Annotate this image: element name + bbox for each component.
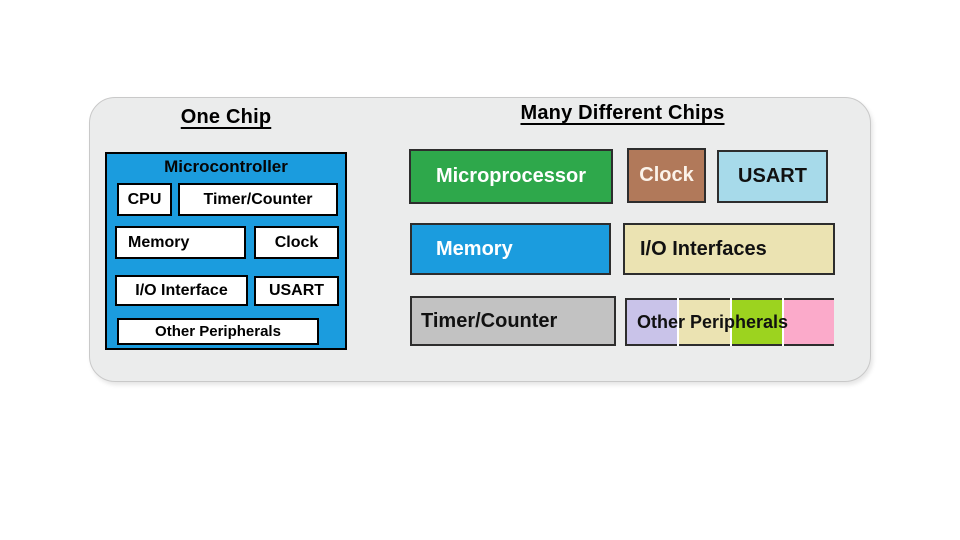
- other-peripherals-segment-3: [731, 298, 782, 346]
- chip-other-peripherals: Other Peripherals: [625, 298, 834, 346]
- mcu-part-timer-counter: Timer/Counter: [178, 183, 338, 216]
- mcu-part-memory: Memory: [115, 226, 246, 259]
- other-peripherals-segment-4: [783, 298, 834, 346]
- other-peripherals-segment-2: [679, 298, 730, 346]
- chip-usart: USART: [717, 150, 828, 203]
- mcu-part-other-peripherals: Other Peripherals: [117, 318, 319, 345]
- chip-timer-counter: Timer/Counter: [410, 296, 616, 346]
- other-peripherals-segment-1: [625, 298, 678, 346]
- microcontroller-block: Microcontroller CPU Timer/Counter Memory…: [105, 152, 347, 350]
- many-different-chips-title: Many Different Chips: [520, 102, 725, 124]
- chip-microprocessor: Microprocessor: [409, 149, 613, 204]
- mcu-part-io-interface: I/O Interface: [115, 275, 248, 306]
- mcu-part-usart: USART: [254, 276, 339, 306]
- chip-memory: Memory: [410, 223, 611, 275]
- chip-clock: Clock: [627, 148, 706, 203]
- microcontroller-label: Microcontroller: [164, 157, 288, 176]
- other-peripherals-label: Other Peripherals: [637, 311, 789, 332]
- mcu-part-cpu: CPU: [117, 183, 172, 216]
- chip-io-interfaces: I/O Interfaces: [623, 223, 835, 275]
- mcu-part-clock: Clock: [254, 226, 339, 259]
- one-chip-title: One Chip: [180, 106, 272, 128]
